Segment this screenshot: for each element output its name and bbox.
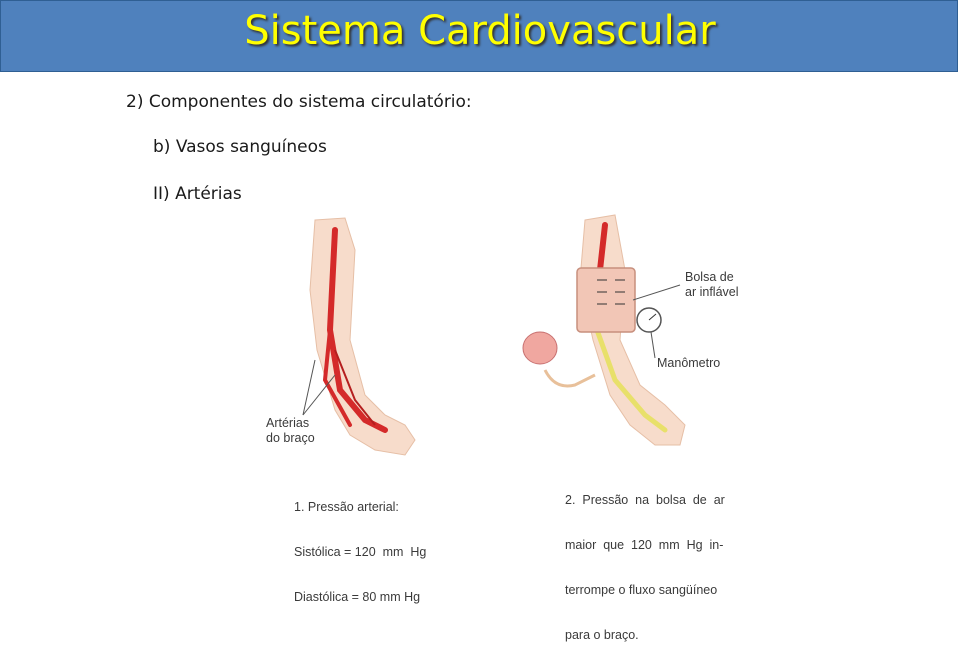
- label-arteries: Artérias do braço: [266, 416, 315, 445]
- label-gauge: Manômetro: [657, 356, 721, 370]
- subheading-vessels: b) Vasos sanguíneos: [153, 137, 327, 157]
- heading-components: 2) Componentes do sistema circulatório:: [126, 92, 472, 112]
- caption-pressure: 1. Pressão arterial: Sistólica = 120 mm …: [294, 500, 427, 604]
- title-bar: [0, 0, 958, 72]
- right-arm: [522, 214, 686, 446]
- subheading-arteries: II) Artérias: [153, 184, 242, 204]
- slide-title: Sistema Cardiovascular: [244, 8, 716, 54]
- left-arm: [302, 217, 416, 456]
- caption-cuff-pressure: 2. Pressão na bolsa de ar maior que 120 …: [565, 493, 725, 642]
- arm-illustration: [302, 214, 686, 456]
- label-cuff: Bolsa de ar inflável: [685, 270, 739, 299]
